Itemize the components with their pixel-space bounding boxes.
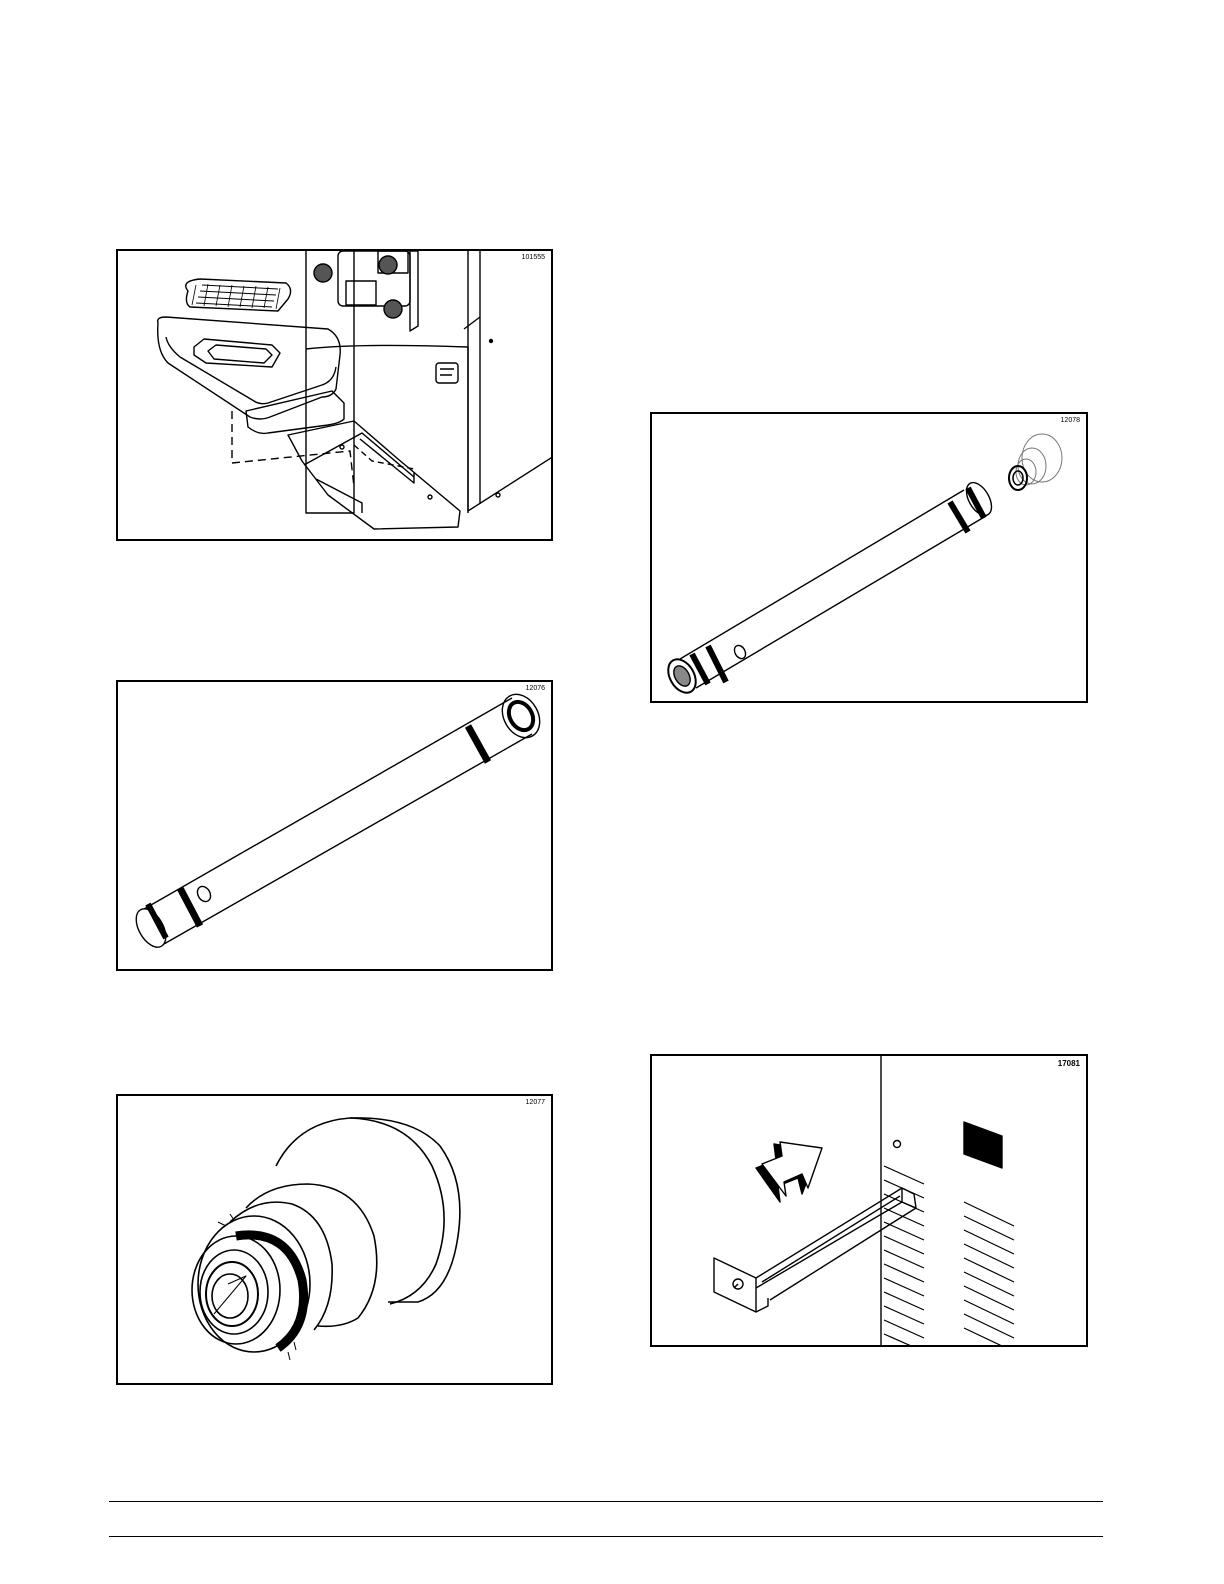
figure-drive-shaft: 12076 <box>116 680 553 971</box>
figure-id-label: 12078 <box>1061 417 1080 424</box>
footer-rule-top <box>109 1501 1103 1502</box>
shaft-seal-exploded-illustration <box>652 414 1088 703</box>
footer-rule-bottom <box>109 1536 1103 1537</box>
figure-shaft-seal: 12077 <box>116 1094 553 1385</box>
figure-id-label: 12076 <box>526 685 545 692</box>
figure-id-label: 101555 <box>522 254 545 261</box>
figure-shaft-with-seal: 12078 <box>650 412 1088 703</box>
drip-tray-install-illustration <box>652 1056 1088 1347</box>
figure-drip-tray-installation: 17081 <box>650 1054 1088 1347</box>
figure-drip-tray-assembly: 101555 <box>116 249 553 541</box>
drip-tray-illustration <box>118 251 553 541</box>
drive-shaft-illustration <box>118 682 553 971</box>
figure-id-label: 12077 <box>526 1099 545 1106</box>
figure-id-label: 17081 <box>1058 1059 1080 1068</box>
seal-illustration <box>118 1096 553 1385</box>
